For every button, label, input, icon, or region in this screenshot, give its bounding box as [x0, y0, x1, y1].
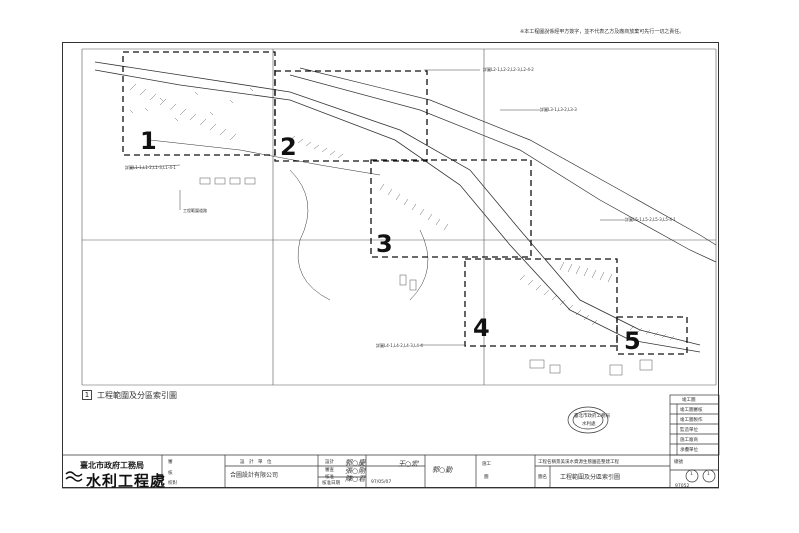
signature-1: 郭○慶 — [345, 459, 366, 467]
grid-lines — [81, 48, 717, 386]
road-alignment — [94, 61, 717, 353]
detail-label-zone-1: 詳圖L1-1,L1-2,L1-3,L1-4-1 — [125, 165, 176, 170]
tb-date: 97/05/07 — [371, 480, 392, 485]
tb-drawing-name: 工程範圍及分區索引圖 — [560, 474, 621, 481]
top-disclaimer-note: ※本工程圖說係經甲方簽字，並不代表乙方及廠商放棄可先行一切之責任。 — [520, 29, 685, 35]
zone-boxes — [122, 51, 688, 355]
tb-drawing-label: 圖名 — [538, 475, 547, 480]
seal-stamp — [567, 406, 609, 434]
signature-final: 郭○勤 — [432, 466, 453, 474]
zone-number-5: 5 — [624, 327, 641, 355]
hatch-areas — [129, 83, 675, 341]
building-blocks — [199, 177, 653, 376]
tb-row-approve: 核准 — [325, 475, 334, 480]
signature-3: 陳○君 — [345, 475, 366, 483]
detail-label-zone-4: 詳圖L4-1,L4-2,L4-3,L4-4 — [376, 343, 423, 348]
approval-table-title: 竣工圖 — [682, 398, 696, 403]
tb-row-review: 審查 — [325, 468, 334, 473]
detail-label-zone-5: 詳圖L5-1,L5-2,L5-3,L5-4-1 — [625, 217, 676, 222]
tb-stage-label: 施工 — [482, 462, 491, 467]
detail-label-road: 工程範圍道路 — [183, 208, 207, 213]
tb-project-name: 景美溪水資源生態園區整建工程 — [556, 460, 619, 465]
tb-company-name: 合圖設計有限公司 — [230, 472, 279, 479]
org-name-line1: 臺北市政府工務局 — [80, 460, 144, 470]
tb-project-label: 工程名稱 — [538, 460, 556, 465]
zone-number-3: 3 — [376, 230, 393, 258]
agency-logo-icon — [65, 471, 83, 482]
sheet-number-circle — [685, 469, 716, 483]
title-block-lines — [62, 394, 720, 489]
zone-number-2: 2 — [280, 133, 297, 161]
approval-row-2: 竣工圖製作 — [680, 418, 703, 423]
approval-row-1: 竣工圖審核 — [680, 408, 703, 413]
org-name-line2: 水利工程處 — [86, 472, 167, 490]
zone-number-1: 1 — [140, 127, 157, 155]
tb-row-design: 設計 — [325, 460, 334, 465]
zone-box-3 — [370, 159, 532, 258]
tb-col1-top: 審 — [168, 460, 173, 465]
tb-design-unit-header: 設 計 單 位 — [240, 460, 272, 465]
approval-row-5: 承攬單位 — [680, 448, 698, 453]
tb-sheet-total: 1 — [707, 472, 710, 477]
tb-sheet-no: 1 — [690, 472, 693, 477]
detail-label-zone-3: 詳圖L3-1,L3-2,L3-3 — [540, 107, 577, 112]
tb-file-no: 97052 — [675, 484, 690, 489]
stamp-text-line1: 臺北市政府工務局 — [574, 414, 610, 419]
drawing-frame — [62, 42, 719, 488]
approval-row-4: 施工廠商 — [680, 438, 698, 443]
tb-row-date: 核准日期 — [322, 481, 340, 486]
tb-stage-label2: 圖 — [484, 475, 489, 480]
caption-number: 1 — [82, 390, 92, 400]
signature-date: 王○宏 — [398, 460, 419, 468]
tb-col1-mid: 核 — [168, 471, 173, 476]
stamp-text-line2: 水利處 — [582, 422, 596, 427]
zone-number-4: 4 — [473, 314, 490, 342]
zone-box-2 — [274, 70, 428, 162]
approval-row-3: 監造單位 — [680, 428, 698, 433]
zone-box-4 — [464, 258, 618, 347]
zone-box-5 — [616, 316, 688, 355]
signature-2: 張○剛 — [345, 467, 366, 475]
leader-lines — [129, 69, 625, 346]
detail-label-zone-2: 詳圖L2-1,L2-2,L2-3,L2-4-2 — [483, 67, 534, 72]
caption-text: 工程範圍及分區索引圖 — [97, 391, 177, 400]
tb-col1-bot: 校對 — [168, 481, 177, 486]
tb-sheet-label: 總號 — [674, 460, 683, 465]
